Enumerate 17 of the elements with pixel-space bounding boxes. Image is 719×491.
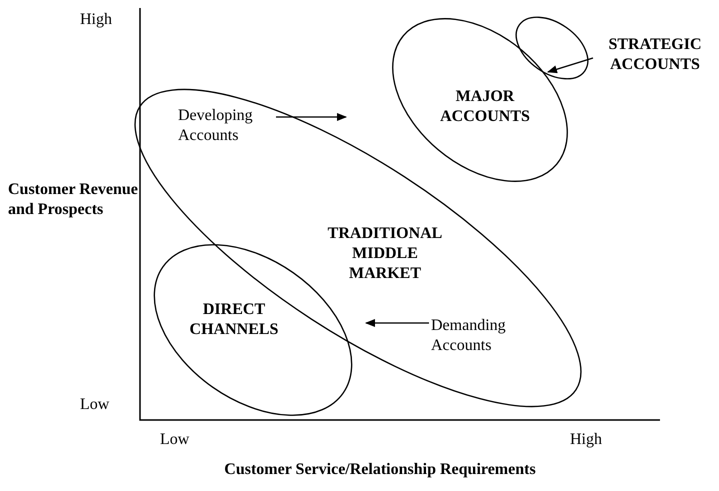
- axis-title: Customer Revenue and Prospects: [8, 180, 138, 220]
- callout-text: Demanding Accounts: [431, 316, 507, 356]
- callout-text: Developing Accounts: [178, 106, 254, 146]
- segment-ellipse: [393, 19, 567, 181]
- segment-label: TRADITIONAL MIDDLE MARKET: [326, 224, 444, 284]
- segment-ellipse: [515, 18, 589, 78]
- segment-label: DIRECT CHANNELS: [188, 300, 280, 340]
- arrow: [276, 113, 347, 121]
- segment-label: STRATEGIC ACCOUNTS: [607, 35, 703, 75]
- axis-tick-label: High: [80, 10, 113, 30]
- arrow: [365, 319, 429, 327]
- axis-tick-label: Low: [160, 430, 190, 450]
- axis-tick-label: High: [570, 430, 603, 450]
- axis-title: Customer Service/Relationship Requirements: [223, 460, 537, 480]
- axis-tick-label: Low: [80, 395, 110, 415]
- arrow: [547, 57, 594, 74]
- segment-label: MAJOR ACCOUNTS: [439, 87, 531, 127]
